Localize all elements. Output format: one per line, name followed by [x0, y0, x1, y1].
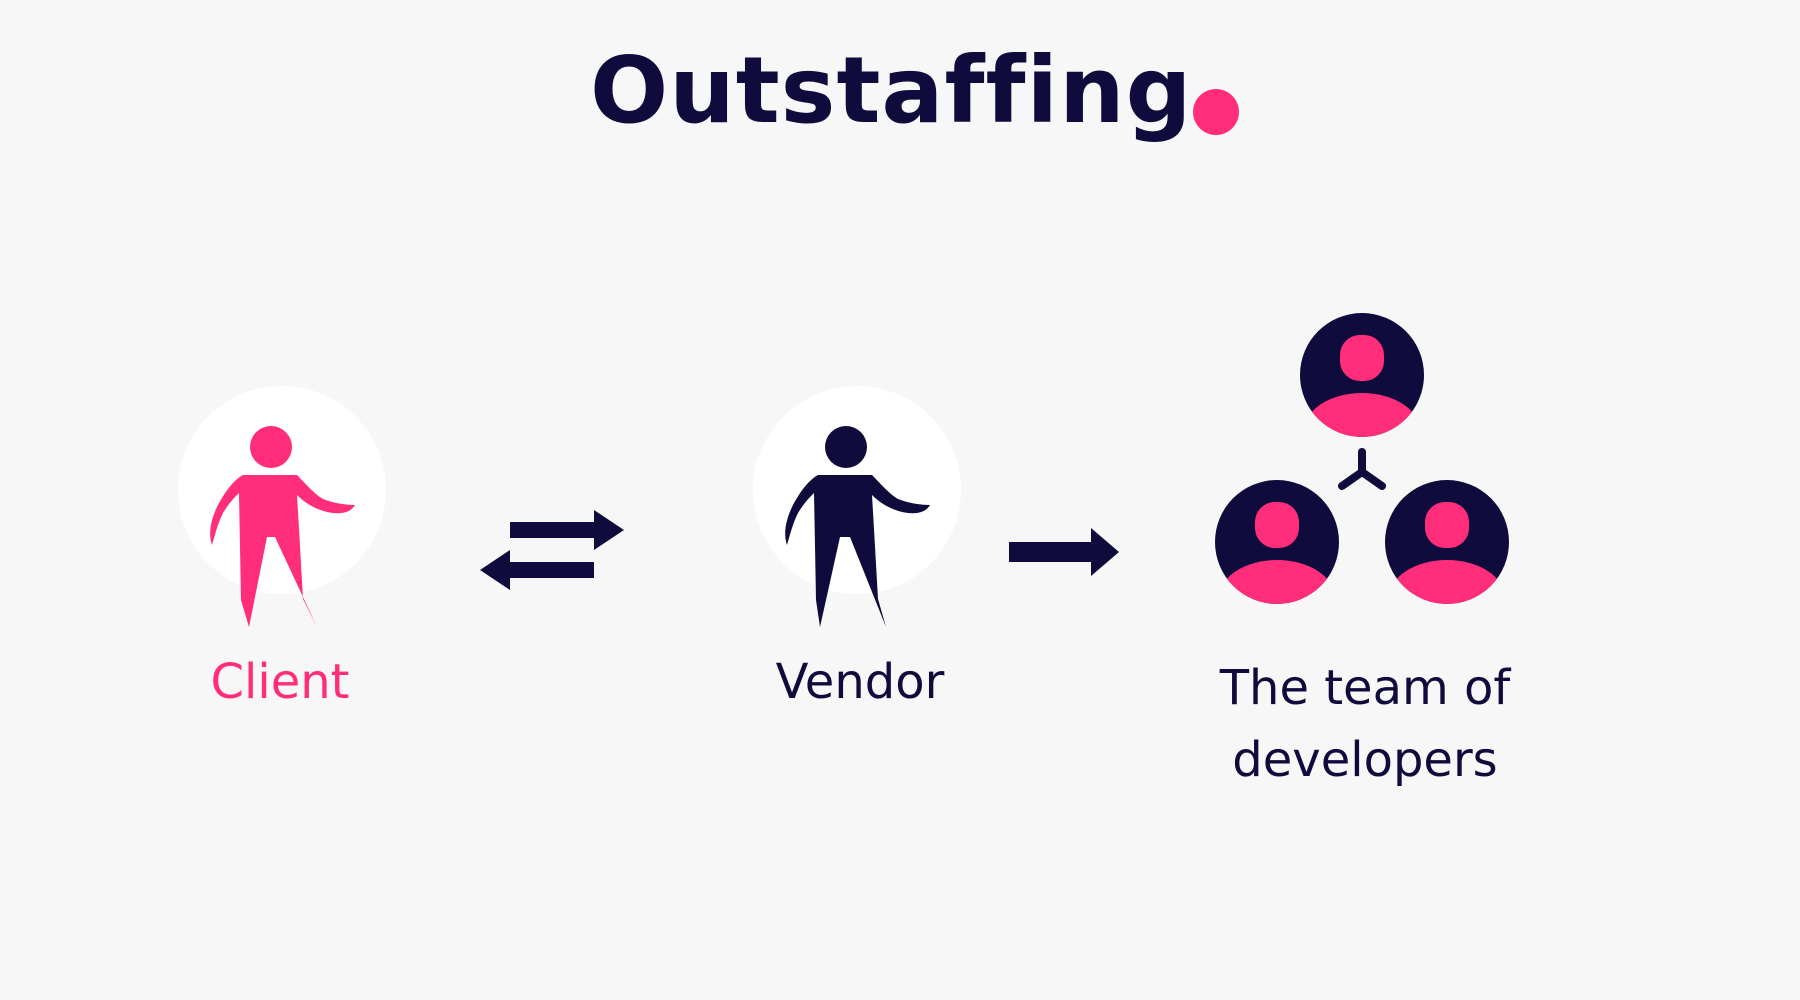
page-title: Outstaffing — [590, 37, 1193, 144]
vendor-label: Vendor — [775, 654, 945, 710]
client-label: Client — [210, 654, 350, 710]
developer-avatar-icon — [1385, 480, 1509, 604]
developer-avatar-icon — [1300, 313, 1424, 437]
right-arrow-icon — [1007, 526, 1121, 578]
client-person-icon — [205, 425, 359, 633]
team-label: The team of developers — [1219, 660, 1511, 788]
team-connector-icon — [1334, 448, 1390, 498]
bidirectional-arrows-icon — [478, 508, 626, 592]
developer-avatar-icon — [1215, 480, 1339, 604]
vendor-person-icon — [780, 425, 934, 633]
title-accent-dot — [1193, 89, 1239, 135]
